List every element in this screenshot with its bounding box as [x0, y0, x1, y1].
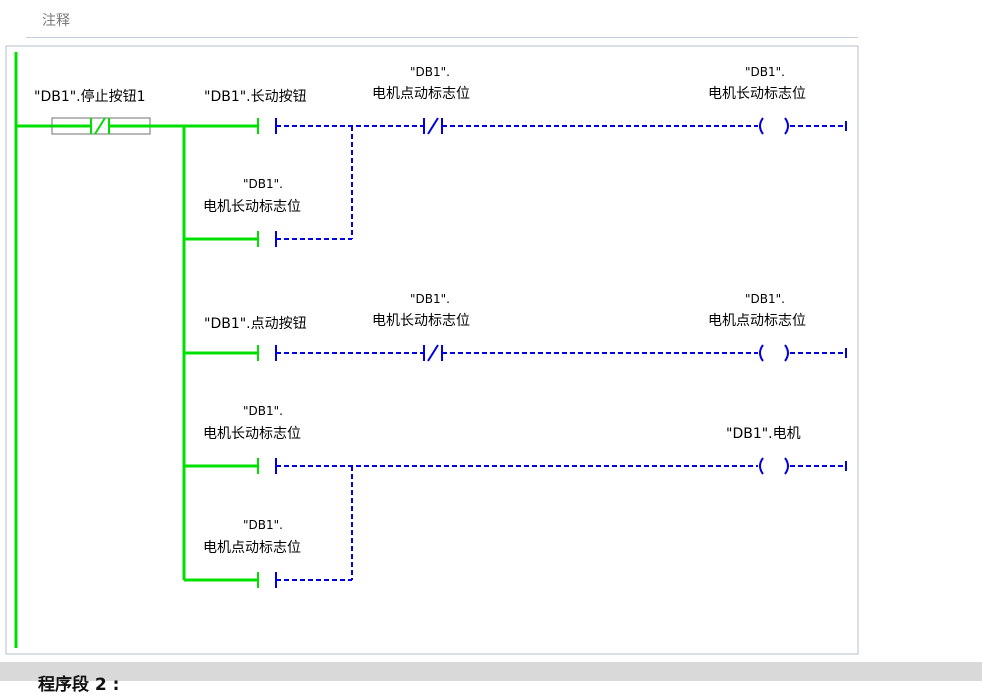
- comment-label: 注释: [42, 13, 70, 29]
- long-button-label: "DB1".长动按钮: [204, 89, 307, 105]
- network-comment[interactable]: 注释: [26, 6, 858, 38]
- db-prefix-label: "DB1".: [745, 65, 785, 79]
- motor-coil[interactable]: [759, 457, 847, 475]
- stop-button-label: "DB1".停止按钮1: [34, 88, 146, 105]
- long-flag-coil-label: 电机长动标志位: [708, 86, 806, 102]
- inch-flag-label: 电机点动标志位: [372, 86, 470, 102]
- motor-coil-label: "DB1".电机: [726, 426, 801, 442]
- db-prefix-label: "DB1".: [243, 404, 283, 418]
- inch-flag-coil-label: 电机点动标志位: [708, 313, 806, 329]
- inch-flag-coil[interactable]: [759, 344, 847, 362]
- long-flag-nc-label: 电机长动标志位: [372, 313, 470, 329]
- db-prefix-label: "DB1".: [243, 177, 283, 191]
- network-2-title: 程序段 2 :: [38, 675, 120, 695]
- long-flag-motor-label: 电机长动标志位: [203, 426, 301, 442]
- inch-flag-motor-label: 电机点动标志位: [203, 540, 301, 556]
- db-prefix-label: "DB1".: [410, 292, 450, 306]
- db-prefix-label: "DB1".: [745, 292, 785, 306]
- ladder-diagram: "DB1".停止按钮1 "DB1".长动按钮 "DB1". 电机点动标志位 "D…: [5, 45, 859, 655]
- network-2-header[interactable]: 程序段 2 :: [0, 662, 982, 695]
- long-flag-latch-label: 电机长动标志位: [203, 199, 301, 215]
- db-prefix-label: "DB1".: [410, 65, 450, 79]
- inch-button-label: "DB1".点动按钮: [204, 316, 307, 332]
- db-prefix-label: "DB1".: [243, 518, 283, 532]
- long-flag-coil[interactable]: [759, 117, 847, 135]
- network-frame: [5, 45, 859, 655]
